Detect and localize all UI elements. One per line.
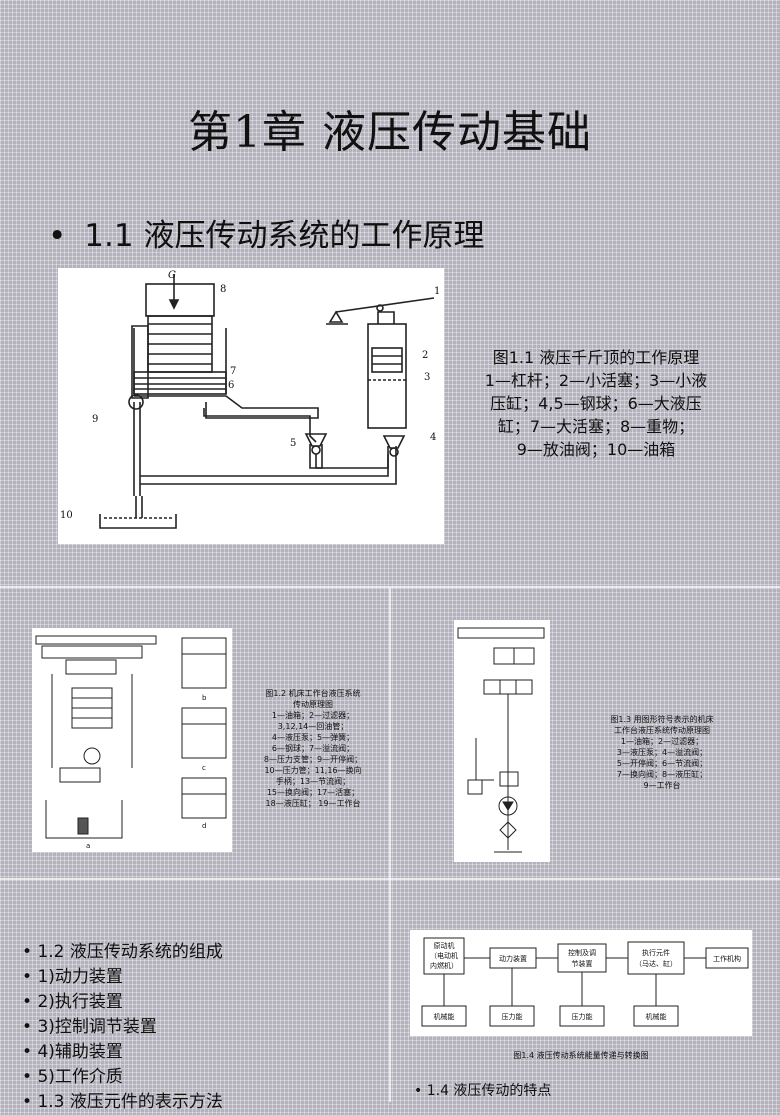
hydraulic-jack-svg: G 8 7 6 9 10 5 4 3 2 1 xyxy=(60,270,440,529)
flow-node-text: 动力装置 xyxy=(499,954,527,963)
bullet-dot: • xyxy=(48,218,67,254)
figure-1-3-caption: 图1.3 用图形符号表示的机床 工作台液压系统传动原理图 1—油箱；2—过滤器；… xyxy=(584,714,740,791)
caption-line: 18—液压缸； 19—工作台 xyxy=(265,799,361,808)
flow-node-text: （电动机 xyxy=(430,951,458,960)
caption-line: 1—油箱；2—过滤器； xyxy=(271,711,355,720)
slide-divider xyxy=(389,588,391,1102)
slide-divider xyxy=(0,586,780,588)
energy-text: 机械能 xyxy=(434,1012,455,1021)
caption-line: 3—液压泵；4—溢流阀； xyxy=(616,748,708,757)
flow-node-text: 原动机 xyxy=(434,941,455,950)
features-heading-text: 1.4 液压传动的特点 xyxy=(426,1083,552,1099)
energy-flow-diagram: 原动机 （电动机 内燃机） 动力装置 控制及调 节装置 执行元件 （马达、缸） … xyxy=(410,930,752,1036)
list-item: 5)工作介质 xyxy=(22,1065,223,1090)
machine-table-svg: b c d a xyxy=(35,635,227,850)
caption-line: 图1.2 机床工作台液压系统 xyxy=(265,689,361,698)
hydraulic-jack-diagram: G 8 7 6 9 10 5 4 3 2 1 xyxy=(58,268,444,544)
section-heading: • 1.1 液压传动系统的工作原理 xyxy=(48,210,484,255)
flow-node-text: 控制及调 xyxy=(568,948,596,957)
list-item: 2)执行装置 xyxy=(22,990,223,1015)
symbol-diagram xyxy=(454,620,550,862)
caption-line: 手柄；13—节流阀； xyxy=(275,777,351,786)
label-7: 7 xyxy=(230,366,236,377)
section-heading-text: 1.1 液压传动系统的工作原理 xyxy=(84,218,485,254)
list-item: 3)控制调节装置 xyxy=(22,1015,223,1040)
caption-line: 9—工作台 xyxy=(643,781,681,790)
label-2: 2 xyxy=(422,350,428,361)
caption-line: 工作台液压系统传动原理图 xyxy=(614,726,710,735)
caption-line: 6—钢球；7—溢流阀； xyxy=(271,744,355,753)
figure-1-4-caption: 图1.4 液压传动系统能量传递与转换图 xyxy=(513,1051,649,1060)
caption-line: 4—液压泵；5—弹簧； xyxy=(271,733,355,742)
flow-node-text: （马达、缸） xyxy=(635,959,677,968)
label-3: 3 xyxy=(424,372,430,383)
list-item: 1.3 液压元件的表示方法 xyxy=(22,1090,222,1115)
caption-line: 图1.1 液压千斤顶的工作原理 xyxy=(492,348,700,367)
list-item: 4)辅助装置 xyxy=(22,1040,223,1065)
figure-1-2-caption: 图1.2 机床工作台液压系统 传动原理图 1—油箱；2—过滤器； 3,12,14… xyxy=(240,688,386,809)
label-8: 8 xyxy=(220,284,226,295)
flow-node-text: 内燃机） xyxy=(430,961,458,970)
flow-node-text: 执行元件 xyxy=(642,948,670,957)
caption-line: 压缸；4,5—钢球；6—大液压 xyxy=(490,394,702,413)
sublabel-c: c xyxy=(202,764,206,772)
flow-node-text: 工作机构 xyxy=(713,954,741,963)
slide-divider xyxy=(0,878,780,880)
machine-table-diagram: b c d a xyxy=(32,628,232,852)
label-6: 6 xyxy=(228,380,234,391)
label-9: 9 xyxy=(92,414,98,425)
sublabel-d: d xyxy=(202,822,206,830)
sublabel-b: b xyxy=(202,694,207,702)
energy-text: 机械能 xyxy=(646,1012,667,1021)
caption-line: 1—油箱；2—过滤器； xyxy=(620,737,704,746)
features-heading: • 1.4 液压传动的特点 xyxy=(414,1083,552,1099)
caption-line: 传动原理图 xyxy=(293,700,333,709)
label-1: 1 xyxy=(434,286,440,297)
list-item: 1)动力装置 xyxy=(22,965,223,990)
caption-line: 1—杠杆；2—小活塞；3—小液 xyxy=(484,371,708,390)
label-10: 10 xyxy=(60,510,73,521)
caption-line: 缸；7—大活塞；8—重物； xyxy=(497,417,695,436)
caption-line: 3,12,14—回油管； xyxy=(277,722,349,731)
composition-list: 1.2 液压传动系统的组成 1)动力装置 2)执行装置 3)控制调节装置 4)辅… xyxy=(22,940,223,1115)
caption-line: 5—开停阀；6—节流阀； xyxy=(616,759,708,768)
caption-line: 7—换向阀；8—液压缸； xyxy=(616,770,708,779)
energy-text: 压力能 xyxy=(572,1012,593,1021)
slide-title: 第1章 液压传动基础 xyxy=(188,107,592,158)
caption-line: 15—换向阀；17—活塞； xyxy=(266,788,360,797)
list-item: 1.2 液压传动系统的组成 xyxy=(22,940,222,965)
caption-line: 10—压力管；11,16—换向 xyxy=(264,766,362,775)
symbol-diagram-svg xyxy=(457,627,545,853)
sublabel-a: a xyxy=(86,842,90,850)
energy-flow-svg: 原动机 （电动机 内燃机） 动力装置 控制及调 节装置 执行元件 （马达、缸） … xyxy=(421,937,749,1027)
figure-1-1-caption: 图1.1 液压千斤顶的工作原理 1—杠杆；2—小活塞；3—小液 压缸；4,5—钢… xyxy=(446,346,746,461)
caption-line: 9—放油阀；10—油箱 xyxy=(516,440,676,459)
caption-line: 图1.3 用图形符号表示的机床 xyxy=(610,715,714,724)
label-5: 5 xyxy=(290,438,296,449)
flow-node-text: 节装置 xyxy=(572,959,593,968)
caption-line: 8—压力支管；9—开停阀； xyxy=(263,755,363,764)
label-G: G xyxy=(168,270,176,281)
label-4: 4 xyxy=(430,432,436,443)
energy-text: 压力能 xyxy=(502,1012,523,1021)
